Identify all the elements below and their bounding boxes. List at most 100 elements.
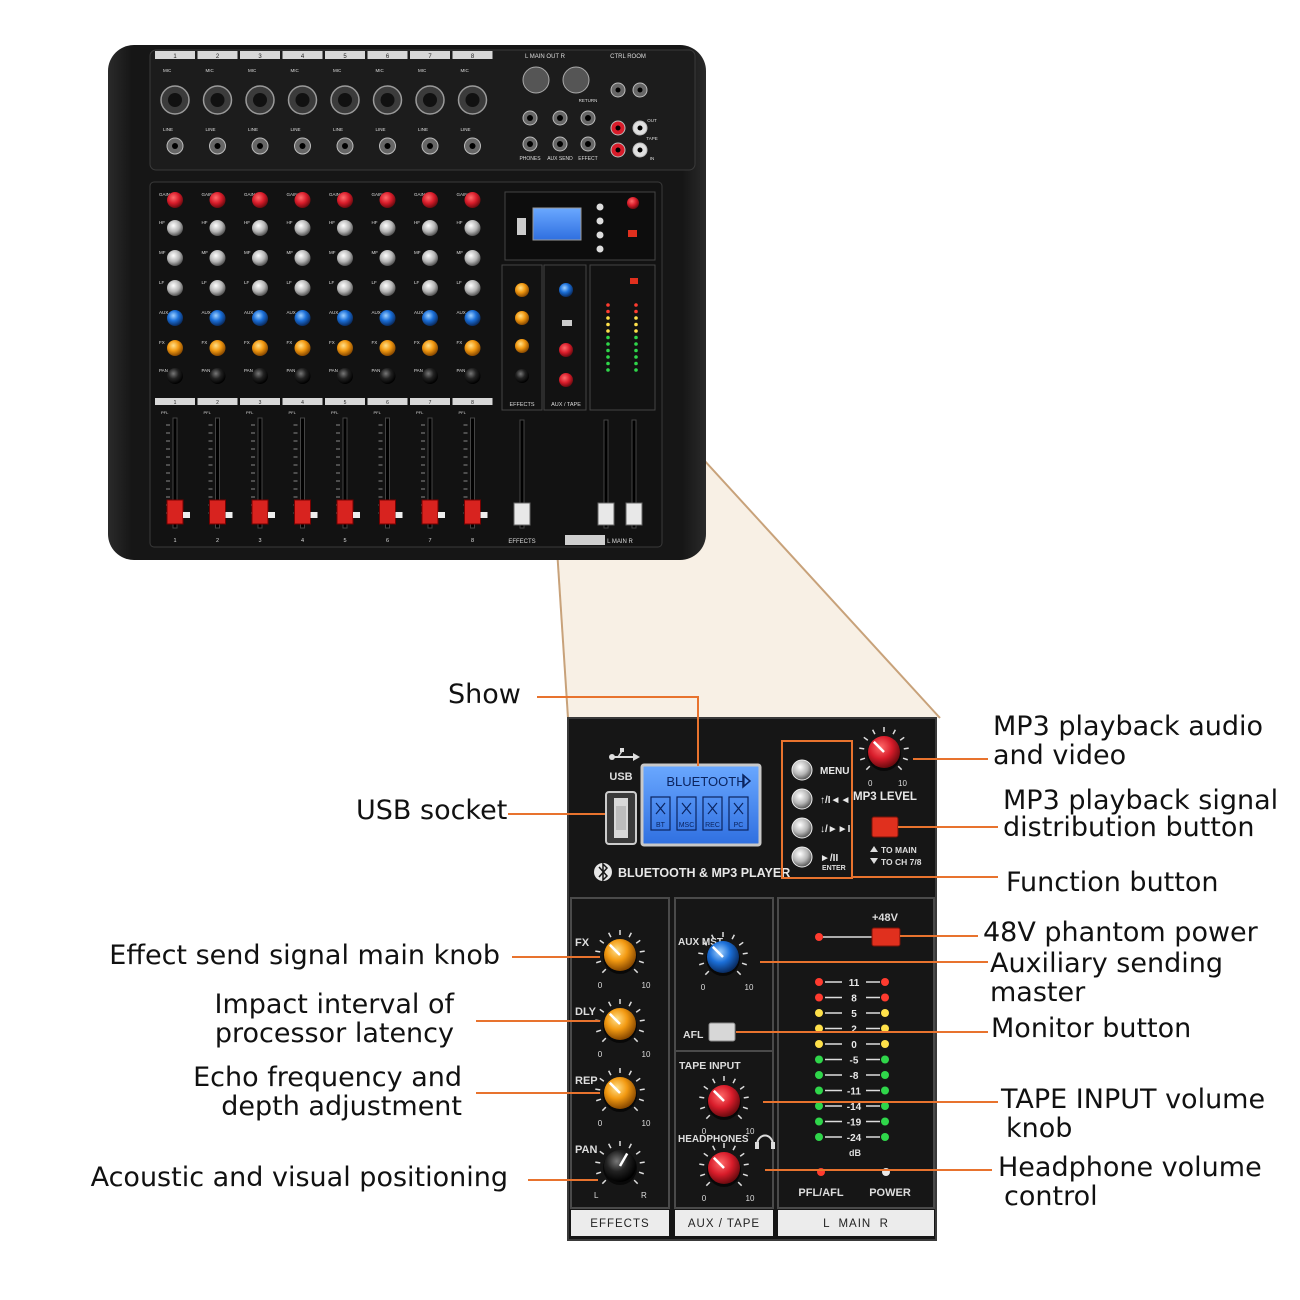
channel-knob[interactable]	[167, 192, 183, 208]
master-fader-cap[interactable]	[625, 502, 643, 526]
channel-knob[interactable]	[294, 368, 311, 384]
channel-knob[interactable]	[167, 280, 183, 296]
channel-knob[interactable]	[294, 220, 311, 236]
channel-fader-cap[interactable]	[464, 499, 481, 525]
channel-fader-cap[interactable]	[166, 499, 184, 525]
pfl-button[interactable]	[438, 512, 445, 518]
channel-knob[interactable]	[294, 192, 311, 208]
channel-knob[interactable]	[252, 310, 268, 326]
channel-knob[interactable]	[464, 280, 481, 296]
channel-fader-cap[interactable]	[209, 499, 226, 525]
main-out-r-xlr[interactable]	[562, 66, 590, 94]
channel-knob[interactable]	[422, 368, 438, 384]
channel-fader-cap[interactable]	[251, 499, 269, 525]
channel-knob[interactable]	[379, 340, 396, 356]
channel-knob[interactable]	[209, 310, 226, 326]
channel-knob[interactable]	[294, 250, 311, 266]
channel-knob[interactable]	[294, 340, 311, 356]
channel-knob[interactable]	[337, 220, 353, 236]
meter-scale-label: -11	[847, 1087, 861, 1098]
pfl-label: PFL	[161, 410, 169, 415]
channel-knob[interactable]	[209, 340, 226, 356]
channel-knob[interactable]	[167, 340, 183, 356]
mic-label: MIC	[333, 68, 342, 73]
channel-knob[interactable]	[294, 280, 311, 296]
channel-knob[interactable]	[337, 368, 353, 384]
mixer-main-out-label: L MAIN OUT R	[525, 54, 566, 60]
pfl-button[interactable]	[353, 512, 360, 518]
channel-knob-label: HF	[372, 220, 378, 225]
pfl-button[interactable]	[268, 512, 275, 518]
channel-knob[interactable]	[252, 368, 268, 384]
channel-knob[interactable]	[379, 250, 396, 266]
mini-function-button[interactable]	[596, 245, 604, 253]
channel-knob[interactable]	[422, 192, 438, 208]
channel-knob[interactable]	[337, 250, 353, 266]
channel-knob[interactable]	[379, 220, 396, 236]
pfl-button[interactable]	[225, 512, 233, 518]
pfl-button[interactable]	[183, 512, 190, 518]
channel-knob[interactable]	[252, 280, 268, 296]
xlr-input-core	[295, 93, 310, 107]
channel-knob[interactable]	[167, 368, 183, 384]
lcd-mode-icon	[728, 796, 749, 831]
channel-knob[interactable]	[422, 340, 438, 356]
channel-knob[interactable]	[464, 220, 481, 236]
channel-knob[interactable]	[252, 220, 268, 236]
channel-knob[interactable]	[294, 310, 311, 326]
channel-knob[interactable]	[464, 340, 481, 356]
channel-knob[interactable]	[464, 250, 481, 266]
rep-label: REP	[575, 1075, 598, 1087]
channel-knob[interactable]	[252, 192, 268, 208]
channel-fader-cap[interactable]	[294, 499, 311, 525]
function-button[interactable]	[791, 759, 813, 781]
channel-knob[interactable]	[252, 250, 268, 266]
channel-knob[interactable]	[337, 192, 353, 208]
channel-knob-label: PAN	[457, 368, 466, 373]
channel-fader-cap[interactable]	[421, 499, 439, 525]
tape-label: TAPE	[646, 136, 657, 141]
channel-knob[interactable]	[167, 220, 183, 236]
mini-function-button[interactable]	[596, 231, 604, 239]
main-out-l-xlr[interactable]	[522, 66, 550, 94]
channel-knob[interactable]	[422, 250, 438, 266]
function-button[interactable]	[791, 846, 813, 868]
channel-knob-label: LF	[372, 280, 378, 285]
pfl-button[interactable]	[395, 512, 403, 518]
channel-knob[interactable]	[379, 280, 396, 296]
channel-knob[interactable]	[379, 192, 396, 208]
channel-knob[interactable]	[209, 220, 226, 236]
channel-knob[interactable]	[337, 340, 353, 356]
function-button[interactable]	[791, 788, 813, 810]
channel-knob[interactable]	[337, 310, 353, 326]
channel-knob[interactable]	[209, 280, 226, 296]
mini-function-button[interactable]	[596, 217, 604, 225]
channel-knob[interactable]	[167, 310, 183, 326]
function-button[interactable]	[791, 817, 813, 839]
channel-knob[interactable]	[209, 368, 226, 384]
channel-knob[interactable]	[379, 368, 396, 384]
channel-knob[interactable]	[422, 280, 438, 296]
knob-pointer	[608, 943, 621, 956]
channel-knob[interactable]	[464, 368, 481, 384]
pfl-button[interactable]	[480, 512, 488, 518]
channel-knob[interactable]	[379, 310, 396, 326]
channel-knob[interactable]	[209, 192, 226, 208]
channel-knob[interactable]	[422, 220, 438, 236]
channel-knob[interactable]	[464, 310, 481, 326]
channel-knob[interactable]	[422, 310, 438, 326]
phantom-48v-button[interactable]	[871, 927, 901, 947]
channel-knob[interactable]	[464, 192, 481, 208]
master-fader-cap[interactable]	[597, 502, 615, 526]
channel-fader-cap[interactable]	[379, 499, 396, 525]
channel-fader-cap[interactable]	[336, 499, 354, 525]
master-fader-cap[interactable]	[513, 502, 531, 526]
mini-function-button[interactable]	[596, 203, 604, 211]
channel-knob[interactable]	[209, 250, 226, 266]
mp3-distribution-button[interactable]	[871, 816, 899, 838]
afl-monitor-button[interactable]	[708, 1022, 736, 1042]
channel-knob[interactable]	[252, 340, 268, 356]
channel-knob[interactable]	[337, 280, 353, 296]
pfl-button[interactable]	[310, 512, 318, 518]
channel-knob[interactable]	[167, 250, 183, 266]
